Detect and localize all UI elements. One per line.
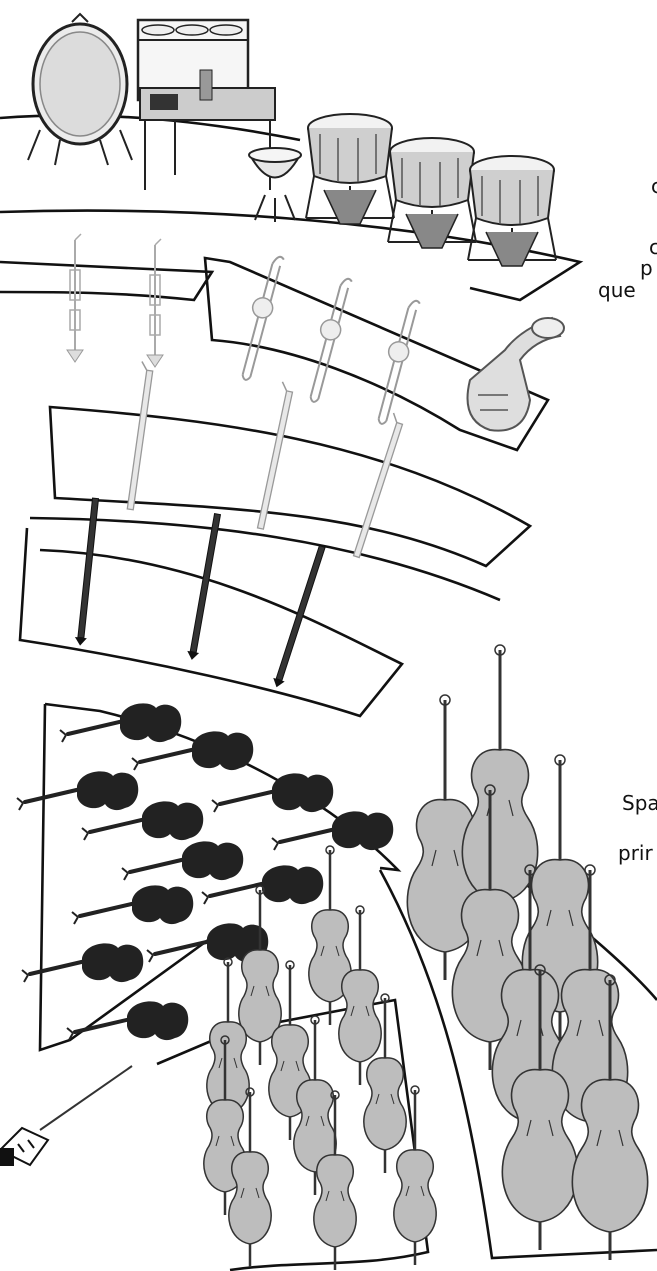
bassoon-group	[120, 360, 406, 559]
timpani-group	[305, 113, 557, 267]
violin-icon	[65, 999, 191, 1043]
gong-icon	[27, 12, 133, 166]
trombone-icon	[368, 296, 424, 427]
violin-icon	[15, 769, 141, 813]
timpani-icon	[467, 155, 557, 267]
trumpet-icon	[66, 233, 84, 363]
bassoon-icon	[250, 381, 295, 530]
clarinet-icon	[185, 512, 224, 662]
violin-icon	[210, 771, 336, 815]
trombone-group	[232, 252, 424, 427]
baton-icon	[0, 1065, 133, 1167]
side-text-2: c	[649, 235, 657, 259]
violin-icon	[120, 839, 246, 883]
bassoon-icon	[120, 360, 155, 511]
clarinet-icon	[270, 544, 329, 690]
violin-icon	[270, 809, 396, 853]
side-text-3: p	[640, 256, 653, 280]
double-bass-icon	[460, 643, 540, 932]
violin-icon	[80, 799, 206, 843]
trumpet-group	[66, 233, 164, 368]
trumpet-icon	[146, 238, 164, 368]
side-text-5: Spa	[622, 791, 657, 815]
trombone-icon	[300, 274, 356, 405]
side-text-1: c	[651, 174, 657, 198]
timpani-icon	[305, 113, 395, 225]
violin-icon	[70, 883, 196, 927]
side-text-4: que	[598, 278, 636, 302]
small-kettle-icon	[248, 147, 302, 222]
bell-rack-icon	[136, 18, 276, 190]
tuba-icon	[466, 316, 565, 432]
side-text-6: prir	[618, 841, 653, 865]
double-bass-group	[405, 643, 650, 1262]
trombone-icon	[232, 252, 288, 383]
